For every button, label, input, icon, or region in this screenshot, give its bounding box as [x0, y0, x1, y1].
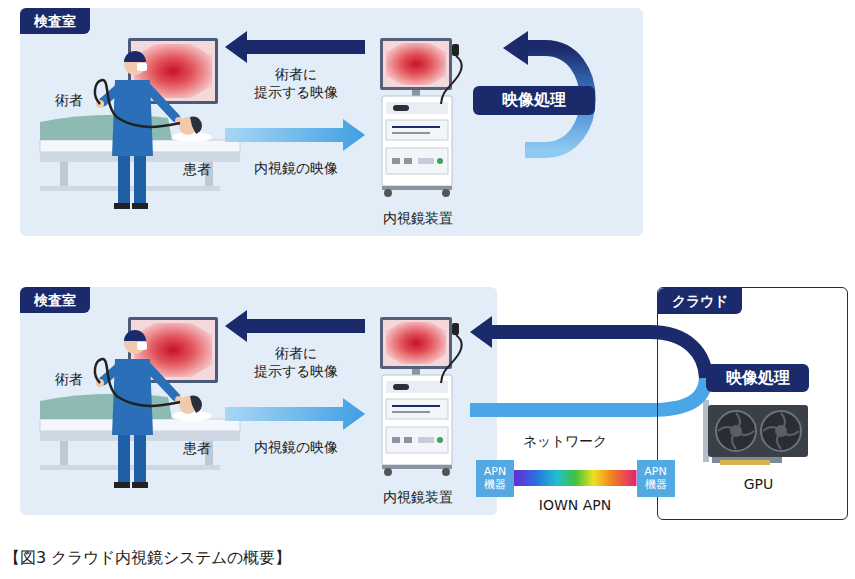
surgeon [95, 80, 180, 127]
network-line [492, 332, 706, 378]
edge-label: 術者に 提示する映像 [251, 65, 341, 101]
cloud-panel: クラウド映像処理 GPU [657, 287, 848, 520]
network-label: ネットワーク [523, 432, 607, 450]
figure-caption: 【図3 クラウド内視鏡システムの概要】 [4, 548, 291, 569]
block-arrow [225, 398, 365, 430]
gpu-card [708, 405, 808, 457]
endoscope-unit [386, 102, 448, 114]
endoscope-unit [392, 132, 430, 134]
surgeon [148, 88, 176, 118]
block-arrow [514, 470, 637, 486]
gpu-card [763, 413, 799, 449]
endoscope-unit [386, 148, 448, 174]
node-text: APN 機器 [480, 466, 510, 491]
connector [225, 398, 365, 430]
node-text: GPU [701, 475, 816, 493]
surgeon [103, 88, 119, 102]
surgeon [114, 203, 130, 209]
block-arrow [225, 310, 365, 342]
gpu-card [761, 411, 801, 451]
connector [514, 470, 637, 486]
endoscope-unit [441, 56, 462, 104]
surgeon [95, 51, 183, 209]
endoscope-unit [380, 38, 462, 197]
endoscope-unit [412, 90, 420, 96]
endoscope-unit [380, 38, 452, 90]
arrow-head [470, 316, 492, 348]
surgeon [137, 63, 147, 71]
network-line [470, 378, 706, 410]
section-tag: クラウド [658, 288, 742, 314]
surgeon [134, 150, 146, 205]
room-scene [40, 38, 462, 209]
edge-label: IOWN APN [505, 496, 645, 514]
edge-label: 術者に 提示する映像 [251, 344, 341, 380]
endoscope-unit [392, 158, 400, 164]
apn-box: APN 機器 [476, 460, 514, 497]
endoscope-unit [386, 43, 446, 85]
endoscope-unit [386, 120, 448, 140]
edge-label: 内視鏡の映像 [226, 438, 366, 456]
node-text: 術者 [55, 370, 83, 388]
surgeon [132, 203, 148, 209]
node-text: APN 機器 [641, 466, 671, 491]
room-panel [20, 287, 497, 515]
connector [225, 310, 365, 342]
process-box: 映像処理 [473, 86, 595, 115]
gpu-card [716, 411, 756, 451]
patient [190, 116, 202, 134]
figure-label: 患者 [165, 391, 225, 461]
connector [225, 119, 365, 151]
endoscope-unit [383, 41, 449, 87]
node-text: 患者 [183, 439, 211, 457]
endoscope-unit [418, 158, 434, 164]
device-node: GPU [701, 399, 816, 493]
node-text: 映像処理 [502, 90, 566, 111]
process-box: 映像処理 [706, 364, 809, 392]
surgeon [124, 51, 146, 62]
endoscope-unit [437, 158, 443, 164]
gpu-card [703, 400, 808, 465]
section-tag: 検査室 [20, 8, 90, 34]
gpu-card [718, 413, 754, 449]
block-arrow [225, 119, 365, 151]
gpu-card [720, 460, 770, 465]
bed [60, 162, 68, 188]
processing-loop [503, 31, 528, 65]
node-text: 内視鏡装置 [365, 209, 470, 227]
endoscope-unit [382, 96, 452, 186]
endoscope-unit [384, 189, 392, 197]
endoscope-unit [392, 126, 440, 128]
edge-label: 内視鏡の映像 [226, 159, 366, 177]
node-text: 患者 [183, 160, 211, 178]
section-tag: 検査室 [20, 287, 90, 313]
device-node: 内視鏡装置 [365, 314, 470, 506]
figure-label: 術者 [40, 35, 225, 215]
room-panel: 検査室術者患者内視鏡装置 [20, 287, 497, 515]
surgeon [118, 150, 130, 205]
room-panel [20, 8, 643, 236]
connector [470, 378, 706, 410]
node-text: 映像処理 [726, 368, 790, 389]
endoscope-unit [393, 105, 409, 111]
block-arrow [225, 31, 365, 63]
figure-label: 患者 [165, 112, 225, 182]
endoscope-unit [442, 189, 450, 197]
figure-label: 術者 [40, 314, 225, 494]
room-panel: 検査室術者患者内視鏡装置 映像処理 [20, 8, 643, 236]
endoscope-unit [382, 186, 452, 190]
room-scene [40, 317, 462, 488]
apn-box: APN 機器 [637, 460, 675, 497]
connector [470, 316, 706, 378]
node-text: 術者 [55, 91, 83, 109]
endoscope-unit [404, 158, 412, 164]
endoscope-unit [452, 44, 459, 56]
device-node: 内視鏡装置 [365, 35, 470, 227]
connector [225, 31, 365, 63]
node-text: 内視鏡装置 [365, 488, 470, 506]
